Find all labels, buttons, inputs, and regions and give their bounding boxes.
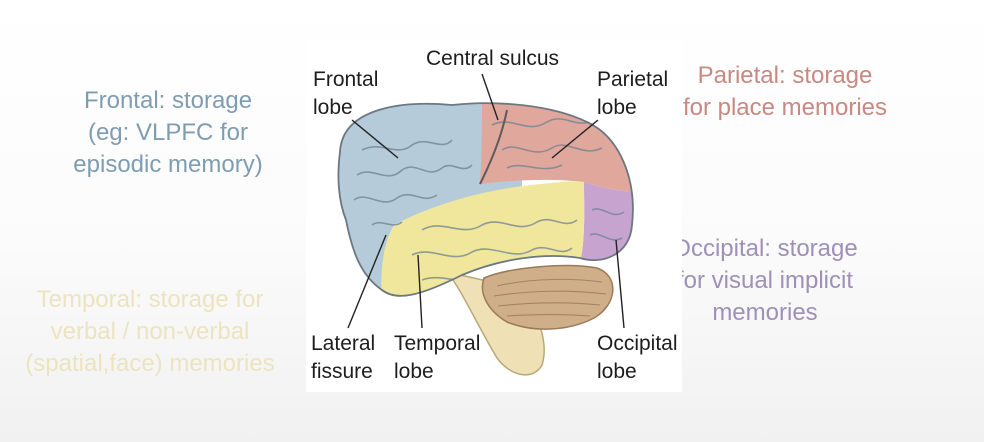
central-sulcus-line [479, 109, 508, 185]
temporal-lobe-leader [417, 254, 423, 329]
brain-lobes-figure: Central sulcus Frontal lobe Parietal lob… [302, 40, 686, 392]
parietal-lobe-label-line2: lobe [597, 96, 637, 119]
brain-outline [337, 102, 634, 297]
temporal-lobe-label-line2: lobe [394, 360, 434, 383]
parietal-lobe-label-line1: Parietal [597, 68, 668, 91]
frontal-lobe-label-line1: Frontal [313, 68, 378, 91]
leader-lines [347, 73, 625, 329]
lateral-fissure-leader [347, 234, 387, 329]
occipital-lobe-label-line2: lobe [597, 360, 637, 383]
occipital-lobe-leader [615, 239, 625, 329]
temporal-note-line: verbal / non-verbal [50, 318, 250, 345]
occipital-storage-note: Occipital: storage for visual implicit m… [650, 233, 880, 329]
occipital-note-line: Occipital: storage [672, 235, 858, 262]
occipital-note-line: for visual implicit [676, 267, 854, 294]
frontal-note-line: Frontal: storage [83, 87, 253, 114]
temporal-lobe-label-line1: Temporal [394, 332, 480, 355]
parietal-lobe-leader [551, 119, 599, 159]
occipital-lobe-label-line1: Occipital [597, 332, 678, 355]
frontal-storage-note: Frontal: storage (eg: VLPFC for episodic… [38, 85, 298, 181]
parietal-note-line: Parietal: storage [697, 62, 873, 89]
temporal-note-line: Temporal: storage for [36, 286, 264, 313]
cerebellum [481, 264, 614, 330]
brain-diagram: Central sulcus Frontal lobe Parietal lob… [306, 40, 682, 392]
central-sulcus-label: Central sulcus [426, 47, 559, 70]
frontal-lobe-leader [351, 119, 399, 159]
frontal-note-line: episodic memory) [73, 151, 263, 178]
lateral-fissure-label-line1: Lateral [311, 332, 375, 355]
parietal-note-line: for place memories [682, 94, 888, 121]
cerebellum-folds [493, 278, 607, 317]
temporal-note-line: (spatial,face) memories [25, 350, 275, 377]
occipital-note-line: memories [712, 299, 818, 326]
central-sulcus-leader [481, 73, 499, 121]
frontal-note-line: (eg: VLPFC for [87, 119, 249, 146]
frontal-lobe-label-line2: lobe [313, 96, 353, 119]
temporal-storage-note: Temporal: storage for verbal / non-verba… [0, 284, 300, 380]
parietal-storage-note: Parietal: storage for place memories [660, 60, 910, 124]
lateral-fissure-label-line2: fissure [311, 360, 373, 383]
